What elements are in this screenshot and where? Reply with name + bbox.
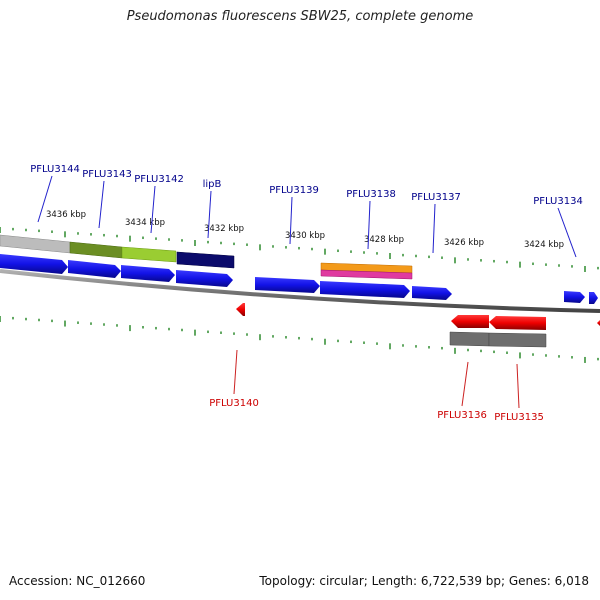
gene-label-leader xyxy=(461,361,469,407)
feature-bar-gray-reverse xyxy=(488,332,547,348)
tick-label: 3424 kbp xyxy=(524,240,564,250)
gene-label-leader xyxy=(150,185,156,234)
tick-label: 3428 kbp xyxy=(364,235,404,245)
gene-label-leader xyxy=(289,196,293,245)
tick-label: 3432 kbp xyxy=(204,224,244,234)
forward-gene-arrow[interactable] xyxy=(176,270,233,287)
tick-row-upper xyxy=(0,227,599,272)
gene-label[interactable]: PFLU3134 xyxy=(533,196,583,207)
gene-label[interactable]: PFLU3136 xyxy=(437,410,487,421)
forward-gene-arrow[interactable] xyxy=(255,277,320,293)
tick-label: 3426 kbp xyxy=(444,238,484,248)
feature-bar-magenta xyxy=(320,269,413,280)
gene-label[interactable]: PFLU3135 xyxy=(494,412,544,423)
gene-label-leader xyxy=(557,207,577,258)
forward-gene-arrow[interactable] xyxy=(121,265,175,282)
gene-label[interactable]: PFLU3140 xyxy=(209,398,259,409)
gene-label[interactable]: PFLU3137 xyxy=(411,192,461,203)
forward-genes xyxy=(0,254,598,304)
forward-gene-arrow[interactable] xyxy=(68,260,121,278)
reverse-genes xyxy=(236,303,600,348)
map-title: Pseudomonas fluorescens SBW25, complete … xyxy=(126,9,474,24)
gene-label-leader xyxy=(207,190,212,239)
reverse-gene-arrow[interactable] xyxy=(451,315,489,328)
gene-label-leader xyxy=(432,203,436,254)
genome-summary-text: Topology: circular; Length: 6,722,539 bp… xyxy=(259,574,589,588)
feature-bar-gray-reverse xyxy=(449,331,490,347)
gene-label[interactable]: PFLU3144 xyxy=(30,164,80,175)
tick-label: 3434 kbp xyxy=(125,218,165,228)
reverse-gene-arrow-partial[interactable] xyxy=(597,320,600,326)
gene-label-leader xyxy=(37,175,53,223)
feature-bar-gray xyxy=(0,234,71,254)
tick-label: 3436 kbp xyxy=(46,210,86,220)
forward-gene-arrow[interactable] xyxy=(589,292,598,304)
forward-gene-arrow[interactable] xyxy=(564,291,585,303)
accession-text: Accession: NC_012660 xyxy=(9,574,146,588)
forward-gene-arrow[interactable] xyxy=(0,254,68,274)
feature-bars xyxy=(0,234,413,280)
feature-bar-olive xyxy=(69,241,123,259)
gene-label[interactable]: PFLU3139 xyxy=(269,185,319,196)
gene-label-leader xyxy=(98,180,105,229)
gene-label-leader xyxy=(367,200,371,250)
gene-label[interactable]: lipB xyxy=(203,179,222,190)
feature-bar-navy xyxy=(176,251,235,269)
reverse-gene-arrow[interactable] xyxy=(236,303,245,316)
reverse-gene-arrow[interactable] xyxy=(489,316,546,330)
feature-bar-lime xyxy=(121,246,177,263)
forward-gene-arrow[interactable] xyxy=(320,281,410,298)
tick-label: 3430 kbp xyxy=(285,231,325,241)
gene-label-leader xyxy=(516,363,520,409)
gene-label-leader xyxy=(233,349,238,395)
gene-label[interactable]: PFLU3138 xyxy=(346,189,396,200)
gene-label[interactable]: PFLU3142 xyxy=(134,174,184,185)
forward-gene-arrow[interactable] xyxy=(412,286,452,300)
tick-labels: 3436 kbp 3434 kbp 3432 kbp 3430 kbp 3428 kbp… xyxy=(46,210,564,250)
tick-row-lower xyxy=(0,316,599,363)
genome-backbone xyxy=(0,269,600,313)
gene-label[interactable]: PFLU3143 xyxy=(82,169,132,180)
